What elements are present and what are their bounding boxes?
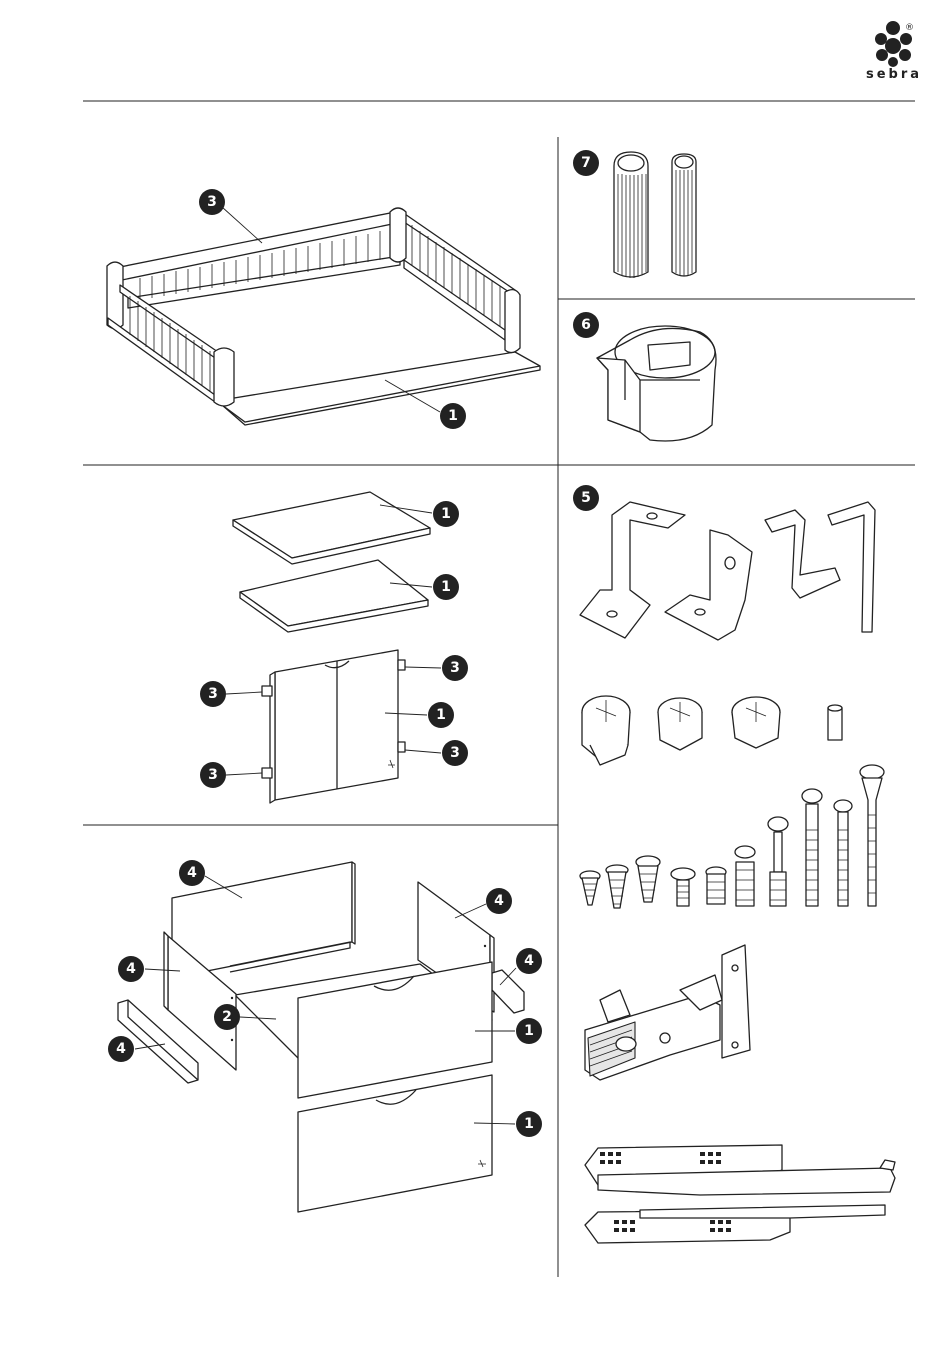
- callout-7: 7: [573, 150, 599, 176]
- allen-key-large-icon: [828, 502, 875, 632]
- svg-text:1: 1: [436, 707, 446, 723]
- callout-1-drawer-front-top: 1: [516, 1018, 542, 1044]
- l-bracket-icon: [665, 530, 752, 640]
- drawer-slides-icon: [585, 1145, 895, 1243]
- callout-4-right-rail: 4: [516, 948, 542, 974]
- callout-3-door-bottom-right: 3: [442, 740, 468, 766]
- screw-9-icon: [834, 800, 852, 906]
- callout-4-left-rail: 4: [108, 1036, 134, 1062]
- sebra-logo: ® sebra: [866, 21, 922, 82]
- svg-text:1: 1: [448, 408, 458, 424]
- callout-3-door-top-left: 3: [200, 681, 226, 707]
- callout-1-door: 1: [428, 702, 454, 728]
- small-dowel-icon: [672, 154, 696, 276]
- svg-text:2: 2: [222, 1009, 232, 1025]
- callout-4-back: 4: [179, 860, 205, 886]
- svg-text:3: 3: [450, 660, 460, 676]
- callout-6: 6: [573, 312, 599, 338]
- screw-1-icon: [580, 871, 600, 905]
- large-dowel-icon: [614, 152, 648, 278]
- brand-name: sebra: [866, 67, 922, 82]
- callout-1-tray: 1: [440, 403, 466, 429]
- double-door-panel: [270, 650, 398, 803]
- screw-5-icon: [706, 867, 726, 904]
- svg-text:5: 5: [581, 490, 591, 506]
- cabinet-body-illustration: [118, 862, 524, 1212]
- cam-housing-icon: [597, 326, 716, 441]
- svg-text:4: 4: [116, 1041, 126, 1057]
- screw-4-icon: [671, 868, 695, 906]
- screw-3-icon: [636, 856, 660, 902]
- sleeve-nut-icon: [828, 705, 842, 740]
- svg-text:4: 4: [126, 961, 136, 977]
- screw-2-icon: [606, 865, 628, 908]
- screws-set-icon: [580, 765, 884, 908]
- svg-text:6: 6: [581, 317, 591, 333]
- svg-text:1: 1: [524, 1116, 534, 1132]
- callout-1-drawer-front-bottom: 1: [516, 1111, 542, 1137]
- screw-8-icon: [802, 789, 822, 906]
- callout-2-bottom: 2: [214, 1004, 240, 1030]
- callout-4-left-side: 4: [118, 956, 144, 982]
- svg-text:3: 3: [450, 745, 460, 761]
- svg-text:4: 4: [187, 865, 197, 881]
- svg-text:1: 1: [441, 506, 451, 522]
- callout-3-door-bottom-left: 3: [200, 762, 226, 788]
- cam-lock-large-icon: [582, 696, 630, 765]
- cam-lock-flat-icon: [732, 697, 780, 748]
- callout-1-panel-top: 1: [433, 501, 459, 527]
- z-bracket-icon: [580, 502, 685, 638]
- tray-with-railing-illustration: [107, 207, 540, 425]
- svg-text:3: 3: [208, 767, 218, 783]
- svg-text:4: 4: [524, 953, 534, 969]
- panels-illustration: [226, 492, 441, 803]
- svg-text:3: 3: [207, 194, 217, 210]
- screw-7-icon: [768, 817, 788, 906]
- allen-key-small-icon: [765, 510, 840, 598]
- callout-3-tray: 3: [199, 189, 225, 215]
- callout-5: 5: [573, 485, 599, 511]
- svg-text:4: 4: [494, 893, 504, 909]
- screw-10-icon: [860, 765, 884, 906]
- registered-mark: ®: [905, 23, 914, 33]
- callout-3-door-top-right: 3: [442, 655, 468, 681]
- callout-1-panel-middle: 1: [433, 574, 459, 600]
- hinge-icon: [585, 945, 750, 1080]
- svg-text:7: 7: [581, 155, 591, 171]
- svg-text:1: 1: [441, 579, 451, 595]
- callout-4-right-side: 4: [486, 888, 512, 914]
- cam-lock-medium-icon: [658, 698, 702, 750]
- svg-text:1: 1: [524, 1023, 534, 1039]
- svg-text:3: 3: [208, 686, 218, 702]
- screw-6-icon: [735, 846, 755, 906]
